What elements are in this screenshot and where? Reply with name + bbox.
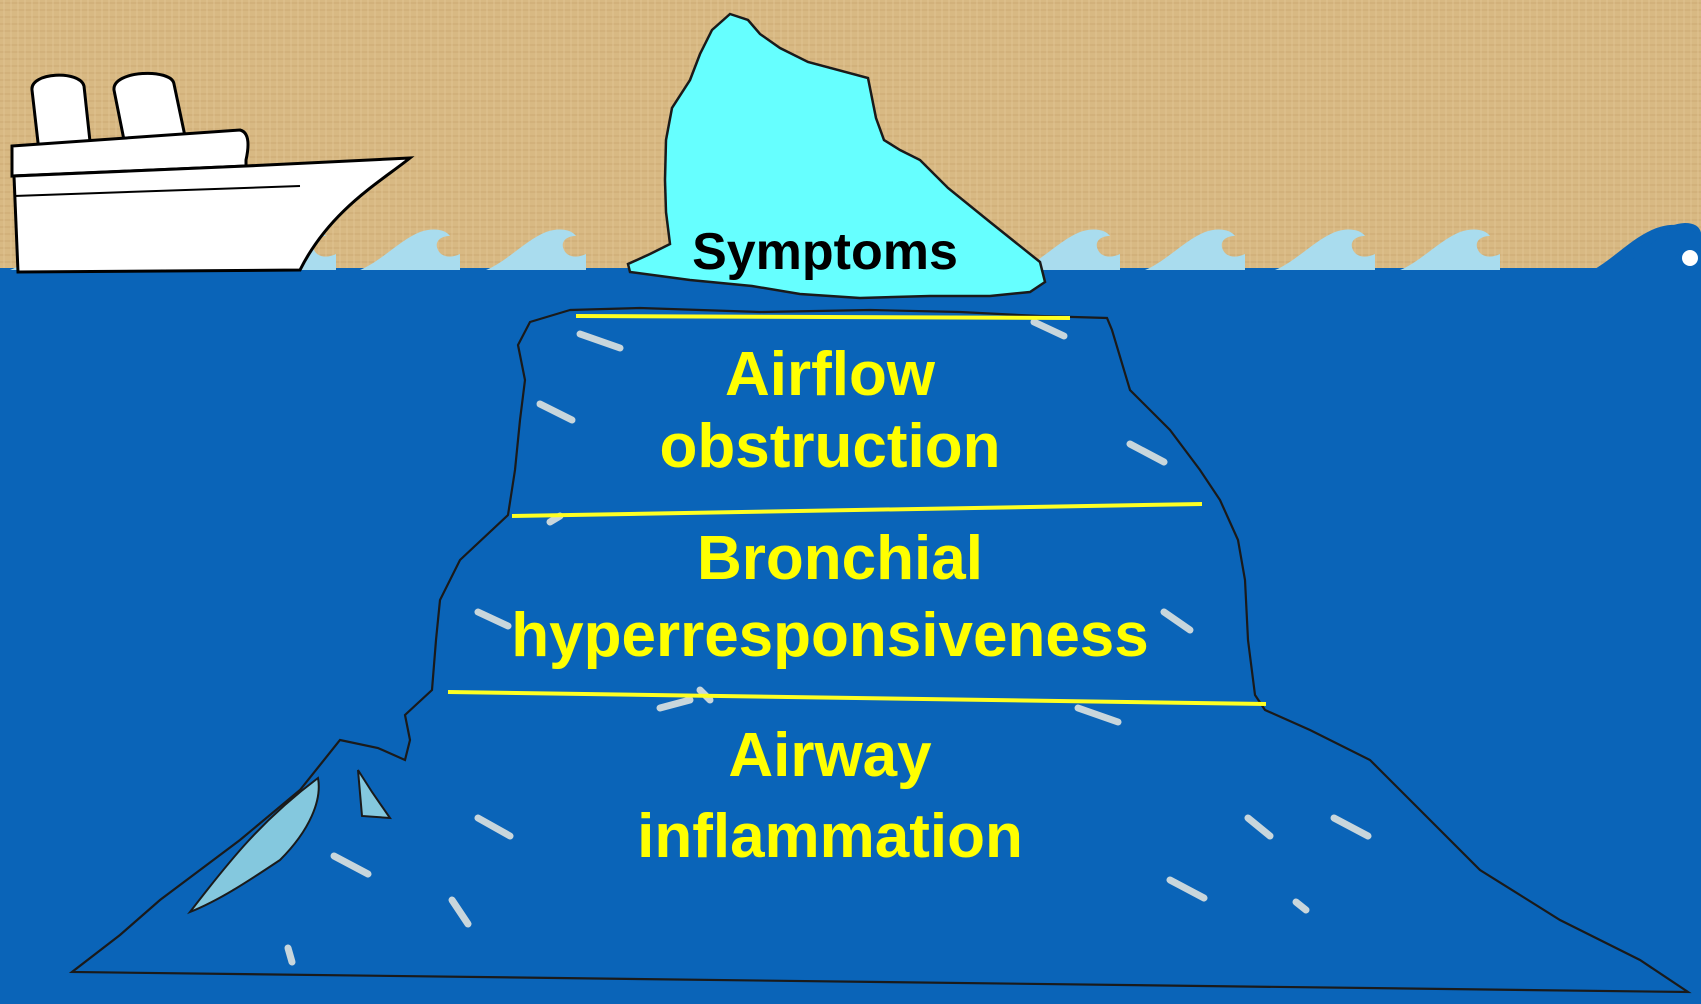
airway-label: Airway (600, 725, 1060, 787)
bronchial-label: Bronchial (520, 528, 1160, 590)
ice-chunk (288, 948, 292, 962)
obstruction-label: obstruction (600, 416, 1060, 478)
symptoms-label: Symptoms (630, 226, 1020, 278)
inflammation-label: inflammation (560, 806, 1100, 868)
foam (1682, 250, 1698, 266)
divider-line (576, 316, 1070, 318)
hyperresponsiveness-label: hyperresponsiveness (480, 605, 1180, 667)
airflow-label: Airflow (600, 344, 1060, 406)
